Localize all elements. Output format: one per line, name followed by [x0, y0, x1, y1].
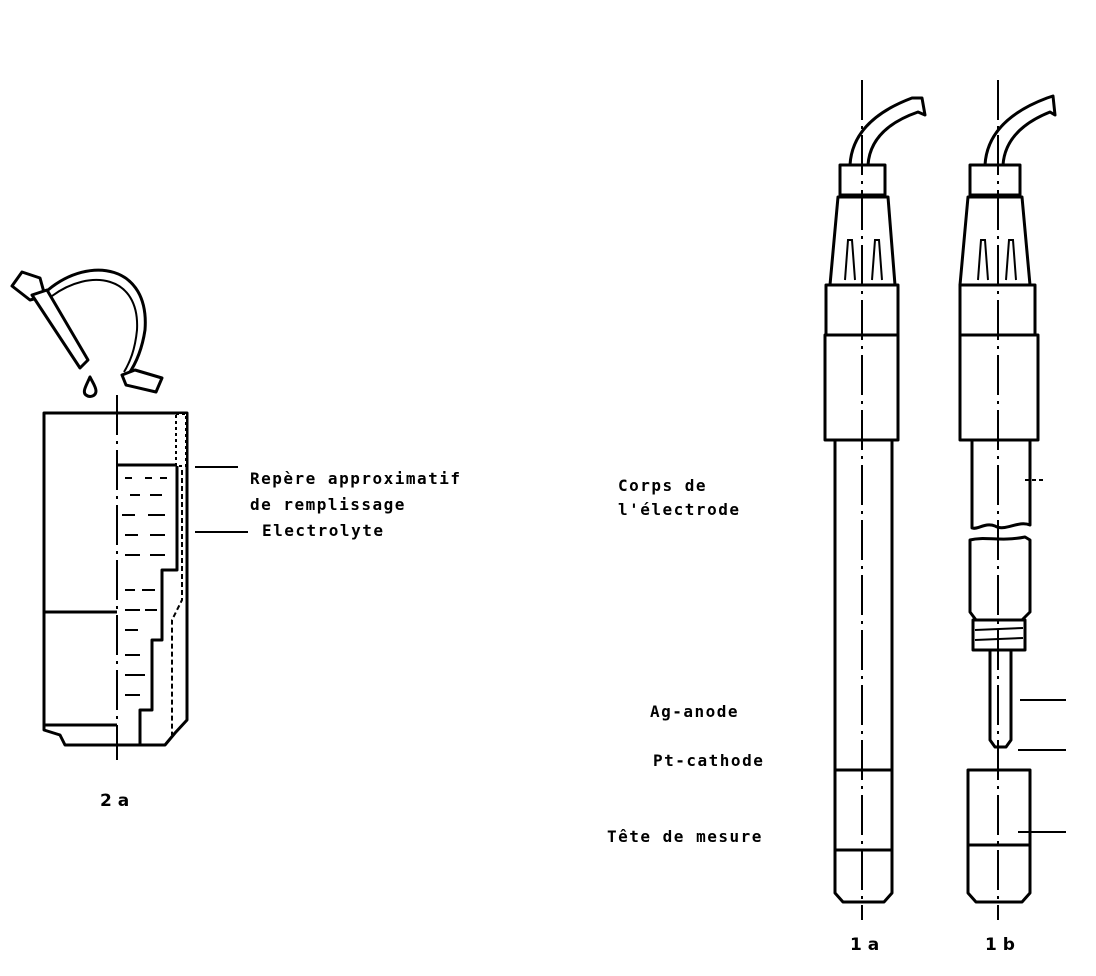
- electrolyte-label: Electrolyte: [262, 521, 384, 540]
- electrode-1b: [958, 80, 1066, 920]
- electrode-1a: [823, 80, 927, 920]
- head-label: Tête de mesure: [607, 827, 763, 846]
- drop-icon: [82, 375, 98, 398]
- pipette-illustration: [10, 268, 164, 398]
- figure-1a-caption: 1 a: [850, 935, 879, 955]
- cathode-label: Pt-cathode: [653, 751, 764, 770]
- figure-2a-caption: 2 a: [100, 791, 129, 811]
- fill-mark-label-line1: Repère approximatif: [250, 469, 462, 488]
- filling-cap-illustration: [42, 395, 248, 760]
- figure-1b-caption: 1 b: [985, 935, 1015, 955]
- fill-mark-label-line2: de remplissage: [250, 495, 406, 514]
- anode-label: Ag-anode: [650, 702, 739, 721]
- body-label-line2: l'électrode: [618, 500, 740, 519]
- body-label-line1: Corps de: [618, 476, 707, 495]
